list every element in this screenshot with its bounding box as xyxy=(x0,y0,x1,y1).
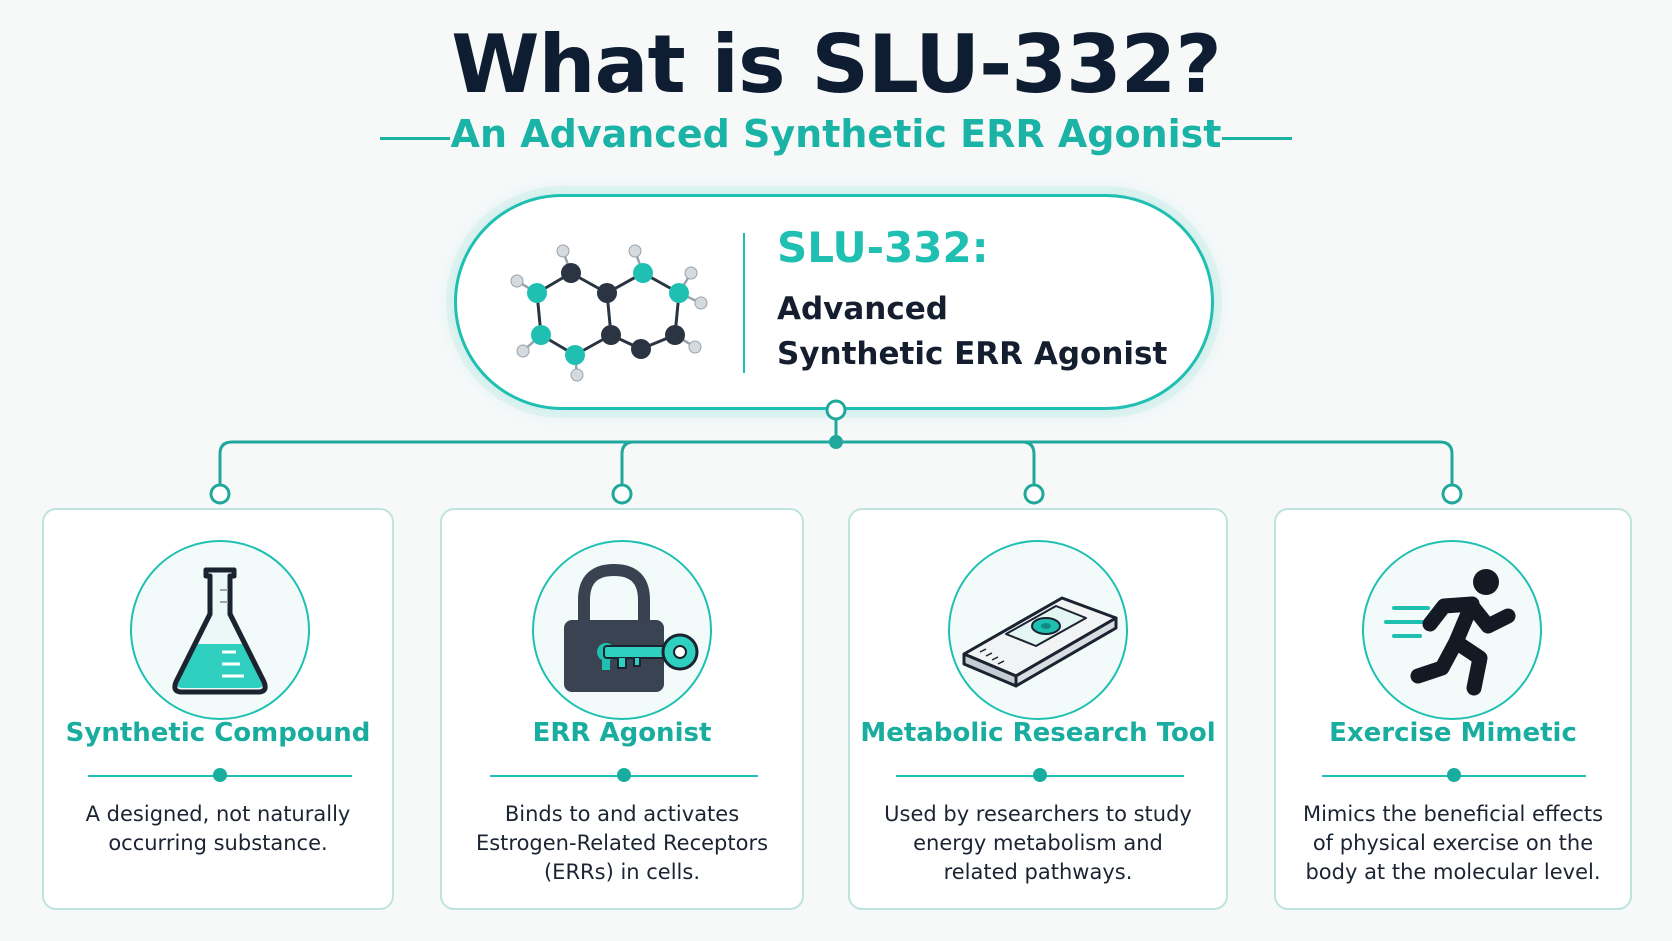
hero-line-2: Synthetic ERR Agonist xyxy=(777,336,1168,372)
page-title: What is SLU-332? xyxy=(451,18,1221,111)
subtitle-left-line xyxy=(380,137,450,140)
hero-divider xyxy=(743,233,745,373)
card-description: Mimics the beneficial effects of physica… xyxy=(1302,802,1604,884)
hero-line-1: Advanced xyxy=(777,291,948,327)
card-rule-dot xyxy=(213,768,227,782)
card-title: Exercise Mimetic xyxy=(1329,718,1577,748)
card-title: ERR Agonist xyxy=(532,718,712,748)
subtitle-right-line xyxy=(1222,137,1292,140)
card-rule-dot xyxy=(617,768,631,782)
page-subtitle: An Advanced Synthetic ERR Agonist xyxy=(450,112,1222,156)
molecule-icon xyxy=(510,244,708,382)
hero-title: SLU-332: xyxy=(777,223,989,272)
card-title: Metabolic Research Tool xyxy=(860,718,1216,748)
microscope-slide-icon xyxy=(962,596,1118,688)
card-description: Binds to and activates Estrogen-Related … xyxy=(475,802,769,884)
card-rule-dot xyxy=(1447,768,1461,782)
card-metabolic-research-tool: Metabolic Research Tool Used by research… xyxy=(848,508,1228,910)
card-title: Synthetic Compound xyxy=(65,718,371,748)
flask-icon xyxy=(172,567,268,695)
card-description: Used by researchers to study energy meta… xyxy=(884,802,1192,884)
card-err-agonist: ERR Agonist Binds to and activates Estro… xyxy=(440,508,804,910)
running-person-icon xyxy=(1384,569,1516,696)
card-synthetic-compound: Synthetic Compound A designed, not natur… xyxy=(42,508,394,910)
hero-panel: SLU-332: Advanced Synthetic ERR Agonist xyxy=(454,194,1214,410)
card-description: A designed, not naturally occurring subs… xyxy=(85,802,351,855)
card-icon-ring xyxy=(948,540,1128,720)
lock-and-key-icon xyxy=(564,563,699,692)
card-rule-dot xyxy=(1033,768,1047,782)
card-exercise-mimetic: Exercise Mimetic Mimics the beneficial e… xyxy=(1274,508,1632,910)
card-icon-ring xyxy=(532,540,712,720)
card-icon-ring xyxy=(1362,540,1542,720)
card-icon-ring xyxy=(130,540,310,720)
